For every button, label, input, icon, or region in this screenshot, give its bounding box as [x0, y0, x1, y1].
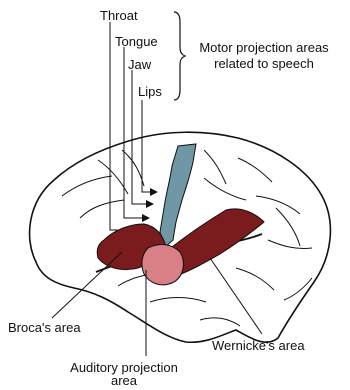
auditory-projection-label-line2: area [111, 373, 138, 385]
wernicke-area-label: Wernicke's area [212, 338, 305, 353]
jaw-label: Jaw [128, 57, 152, 72]
motor-projection-label-line1: Motor projection areas [199, 40, 329, 55]
motor-projection-label-line2: related to speech [214, 56, 314, 71]
auditory-area-region [142, 245, 183, 285]
motor-labels-brace [174, 12, 185, 100]
broca-area-label: Broca's area [8, 320, 81, 335]
tongue-label: Tongue [115, 34, 158, 49]
throat-label: Throat [100, 8, 138, 23]
lips-label: Lips [138, 84, 162, 99]
